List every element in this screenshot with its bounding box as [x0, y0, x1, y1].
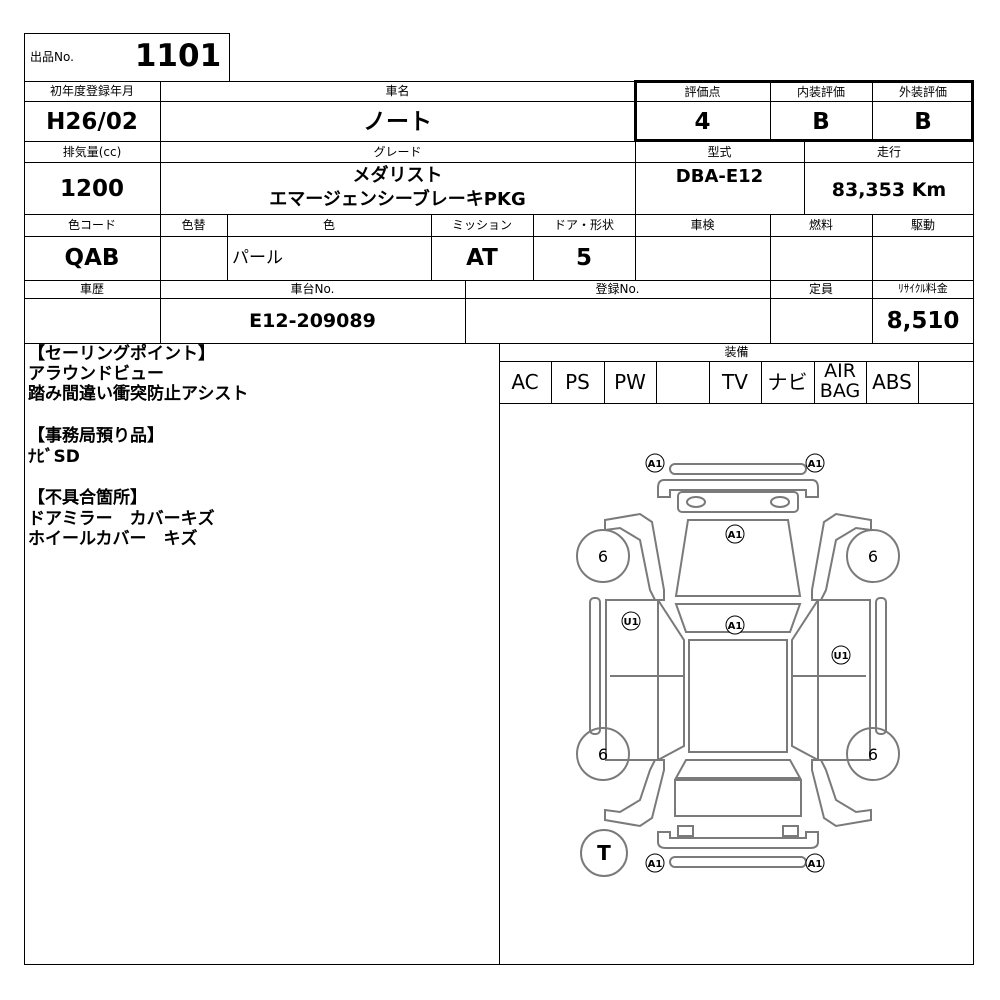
grade-value-line1: メダリスト — [352, 165, 443, 186]
mark-front-bumper-left: A1 — [648, 459, 663, 470]
color-header: 色 — [322, 218, 335, 232]
mileage-header: 走行 — [876, 145, 901, 159]
selling-points-header: 【セーリングポイント】 — [28, 344, 215, 364]
color-code-value: QAB — [64, 245, 120, 271]
defect-2: ホイールカバー キズ — [28, 529, 198, 549]
model-header: 型式 — [707, 145, 732, 159]
wheel-front-left: 6 — [598, 547, 608, 566]
drive-header: 駆動 — [910, 218, 935, 232]
defects-header: 【不具合箇所】 — [28, 488, 147, 508]
history-header: 車歴 — [79, 282, 104, 296]
mark-rear-bumper-right: A1 — [808, 859, 823, 870]
defect-1: ドアミラー カバーキズ — [28, 509, 215, 529]
doors-value: 5 — [575, 245, 592, 271]
mark-hood: A1 — [728, 530, 743, 541]
mark-rear-bumper-left: A1 — [648, 859, 663, 870]
color-value: パール — [232, 248, 283, 268]
fuel-header: 燃料 — [808, 218, 833, 232]
displacement-header: 排気量(cc) — [62, 145, 122, 159]
transmission-header: ミッション — [451, 218, 512, 232]
listing-number-label: 出品No. — [30, 50, 74, 64]
exterior-header: 外装評価 — [898, 85, 947, 99]
model-value: DBA-E12 — [675, 166, 764, 187]
mark-left-door: U1 — [623, 617, 638, 628]
office-item-1: ﾅﾋﾞSD — [28, 447, 80, 467]
recycle-fee-value: 8,510 — [886, 308, 960, 334]
registration-header: 登録No. — [595, 282, 640, 296]
listing-number-value: 1101 — [134, 38, 222, 74]
color-code-header: 色コード — [67, 218, 116, 232]
chassis-header: 車台No. — [290, 282, 335, 296]
equipment-tv: TV — [722, 370, 748, 394]
interior-value: B — [812, 109, 830, 135]
displacement-value: 1200 — [59, 176, 124, 202]
doors-header: ドア・形状 — [553, 218, 614, 232]
mark-roof: A1 — [728, 621, 743, 632]
mark-front-bumper-right: A1 — [808, 459, 823, 470]
wheel-rear-right: 6 — [868, 745, 878, 764]
listing-number-box — [24, 33, 230, 82]
first-registration-header: 初年度登録年月 — [49, 84, 134, 98]
evaluation-box — [634, 80, 974, 142]
grade-header: グレード — [373, 145, 422, 159]
wheel-front-right: 6 — [868, 547, 878, 566]
score-header: 評価点 — [684, 85, 721, 99]
equipment-pw: PW — [614, 370, 646, 394]
wheel-rear-left: 6 — [598, 745, 608, 764]
selling-point-2: 踏み間違い衝突防止アシスト — [28, 384, 249, 404]
color-change-header: 色替 — [181, 218, 206, 232]
equipment-ps: PS — [565, 370, 590, 394]
mark-right-door: U1 — [833, 651, 848, 662]
recycle-fee-header: ﾘｻｲｸﾙ料金 — [898, 282, 948, 295]
tire-mark: T — [597, 841, 611, 865]
score-value: 4 — [694, 109, 711, 135]
first-registration-value: H26/02 — [46, 109, 138, 135]
exterior-value: B — [914, 109, 932, 135]
equipment-header: 装備 — [724, 345, 749, 359]
grade-value-line2: エマージェンシーブレーキPKG — [269, 189, 526, 210]
car-name-value: ノート — [363, 109, 432, 135]
interior-header: 内装評価 — [796, 85, 845, 99]
equipment-ac: AC — [511, 370, 539, 394]
mileage-value: 83,353 Km — [831, 179, 947, 201]
equipment-navi: ナビ — [767, 370, 808, 394]
car-name-header: 車名 — [385, 84, 410, 98]
chassis-value: E12-209089 — [249, 310, 376, 332]
office-items-header: 【事務局預り品】 — [28, 426, 164, 446]
equipment-airbag-line2: BAG — [819, 380, 861, 402]
inspection-header: 車検 — [690, 218, 715, 232]
capacity-header: 定員 — [808, 282, 833, 296]
equipment-abs: ABS — [872, 370, 912, 394]
equipment-airbag-line1: AIR — [824, 360, 856, 382]
selling-point-1: アラウンドビュー — [28, 364, 164, 384]
transmission-value: AT — [466, 245, 498, 271]
